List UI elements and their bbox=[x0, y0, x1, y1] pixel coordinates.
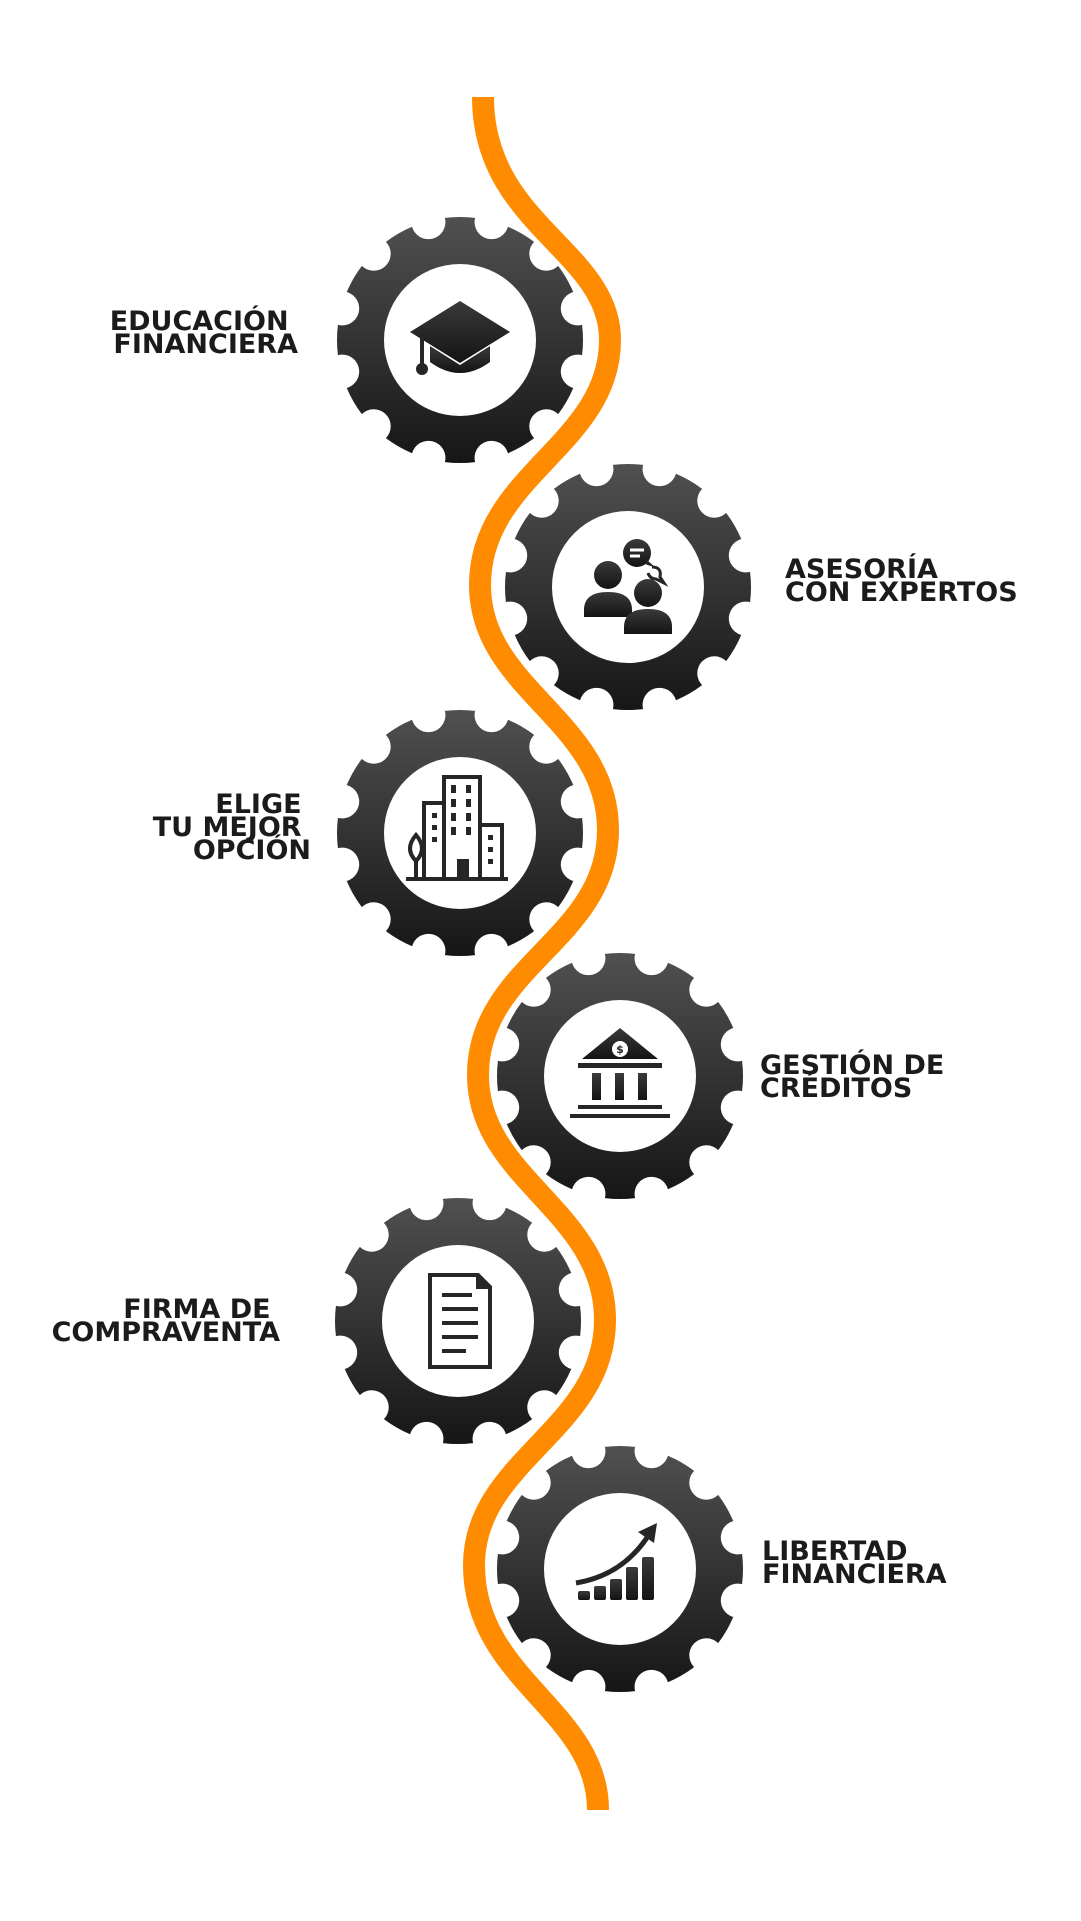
step-6-label: LIBERTAD FINANCIERA bbox=[762, 1536, 947, 1590]
gear-3-inner-circle bbox=[384, 757, 536, 909]
growth-chart-icon bbox=[575, 1523, 657, 1600]
step-4-label: GESTIÓN DE CRÉDITOS bbox=[760, 1049, 954, 1104]
svg-text:$: $ bbox=[616, 1043, 624, 1056]
bank-icon: $ bbox=[570, 1028, 670, 1118]
step-2: ASESORÍA CON EXPERTOS bbox=[504, 463, 1018, 711]
orange-wave-connector bbox=[462, 96, 622, 1811]
step-2-label: ASESORÍA CON EXPERTOS bbox=[785, 553, 1018, 608]
step-3: ELIGE TU MEJOR OPCIÓN bbox=[153, 709, 584, 957]
buildings-icon bbox=[406, 775, 508, 881]
step-4: $ GESTIÓN DE CRÉDITOS bbox=[496, 952, 954, 1200]
step-6: LIBERTAD FINANCIERA bbox=[496, 1445, 947, 1693]
step-1: EDUCACIÓN FINANCIERA bbox=[110, 216, 584, 464]
step-3-label: ELIGE TU MEJOR OPCIÓN bbox=[153, 789, 311, 866]
step-1-label: EDUCACIÓN FINANCIERA bbox=[110, 305, 298, 360]
step-5-label: FIRMA DE COMPRAVENTA bbox=[52, 1294, 281, 1348]
step-5: FIRMA DE COMPRAVENTA bbox=[52, 1197, 582, 1445]
gear-2-inner-circle bbox=[552, 511, 704, 663]
experts-chat-icon bbox=[584, 539, 672, 634]
graduation-cap-icon bbox=[410, 301, 510, 375]
document-icon bbox=[428, 1273, 492, 1369]
gear-6-inner-circle bbox=[544, 1493, 696, 1645]
